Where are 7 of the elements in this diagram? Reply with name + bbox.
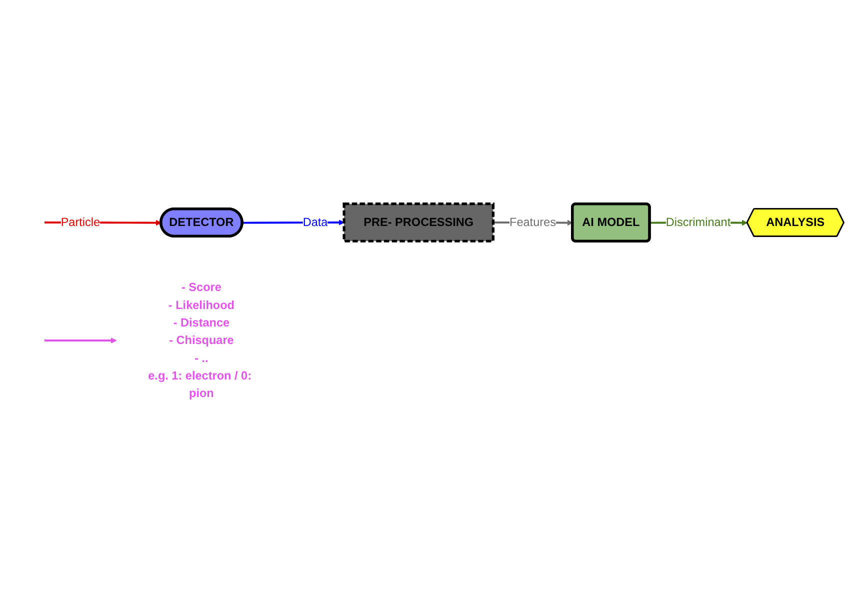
edge-label: Discriminant xyxy=(666,216,731,229)
edge-label: Particle xyxy=(60,216,100,229)
node-text: - Score - Likelihood - Distance - Chisquare - .. e.g. 1: electron / 0: pion xyxy=(148,280,252,400)
edge-label: Data xyxy=(302,216,328,229)
arrow xyxy=(44,338,117,344)
node-box: PRE- PROCESSING xyxy=(342,202,494,242)
edge-label: Features xyxy=(510,216,556,229)
